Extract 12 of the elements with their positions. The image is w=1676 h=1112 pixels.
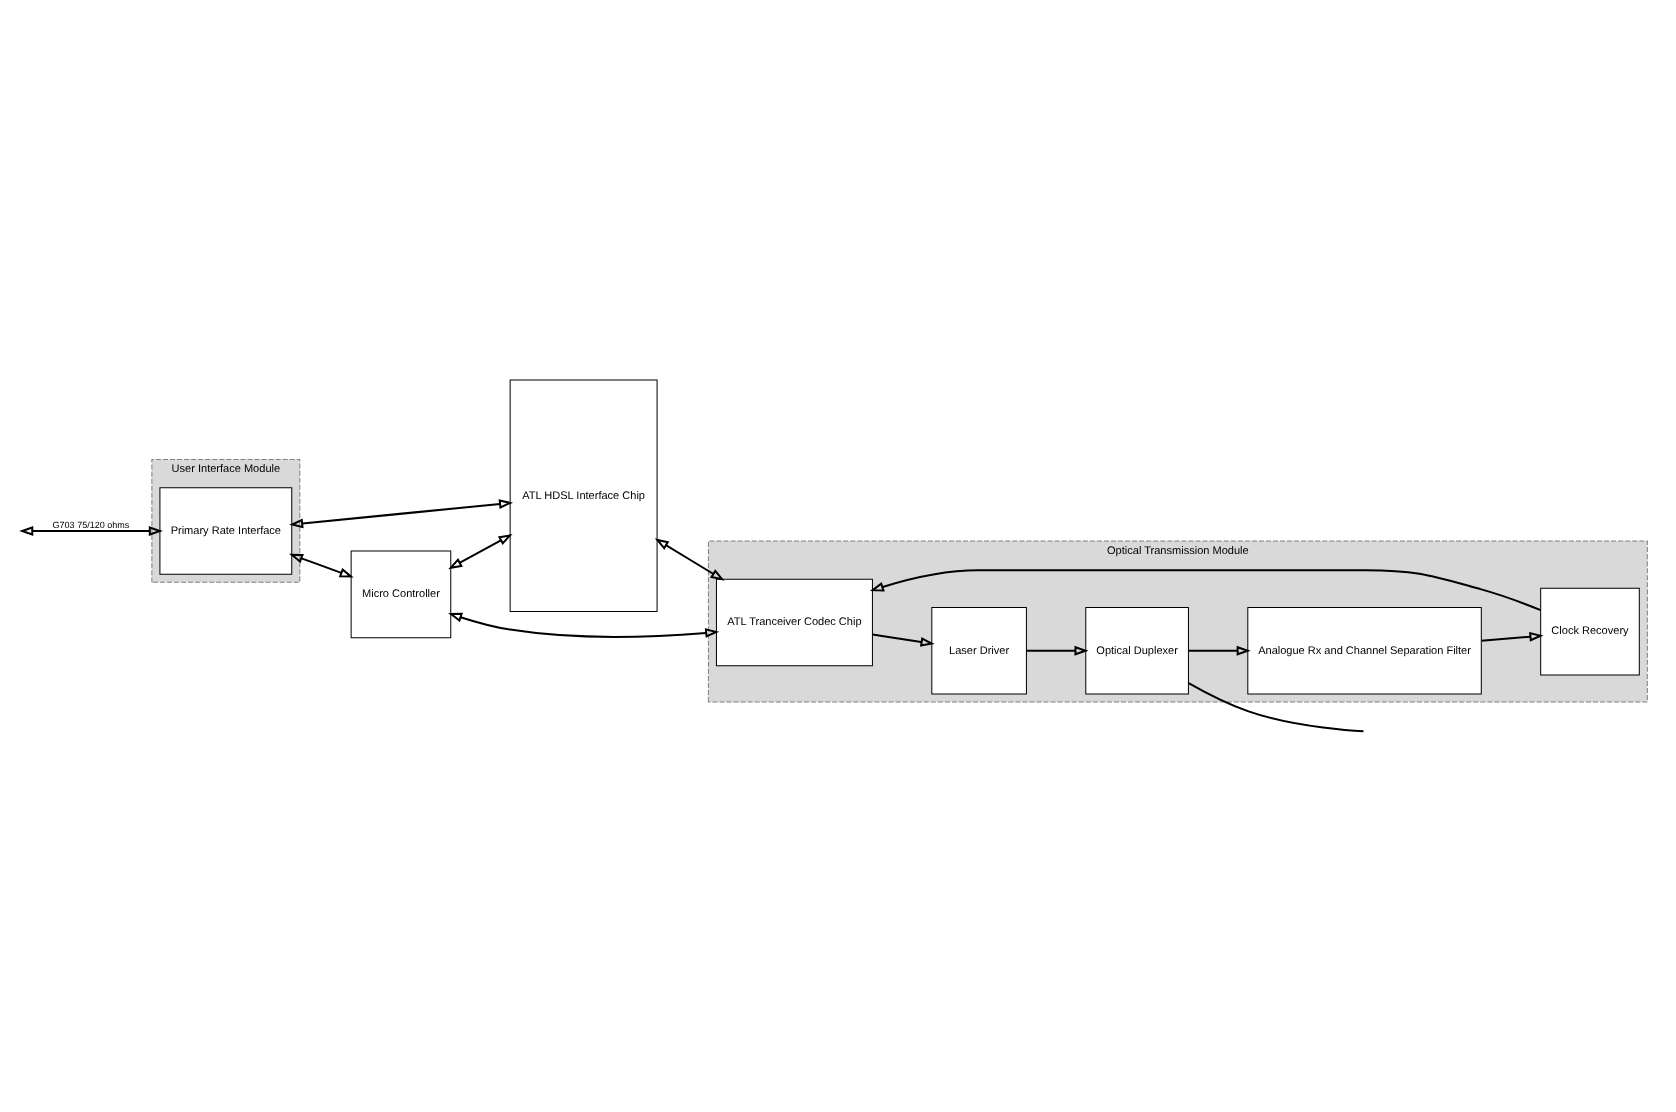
arrow — [19, 526, 163, 536]
arrow — [1026, 645, 1089, 656]
arrow — [654, 538, 725, 581]
arrow — [1188, 645, 1251, 656]
arrow — [289, 499, 514, 529]
arrow — [869, 569, 1542, 612]
connector — [1188, 682, 1364, 733]
arrow — [872, 633, 935, 647]
arrow — [1481, 631, 1544, 642]
arrow — [448, 612, 720, 638]
arrow — [448, 534, 513, 570]
arrow — [288, 553, 354, 578]
